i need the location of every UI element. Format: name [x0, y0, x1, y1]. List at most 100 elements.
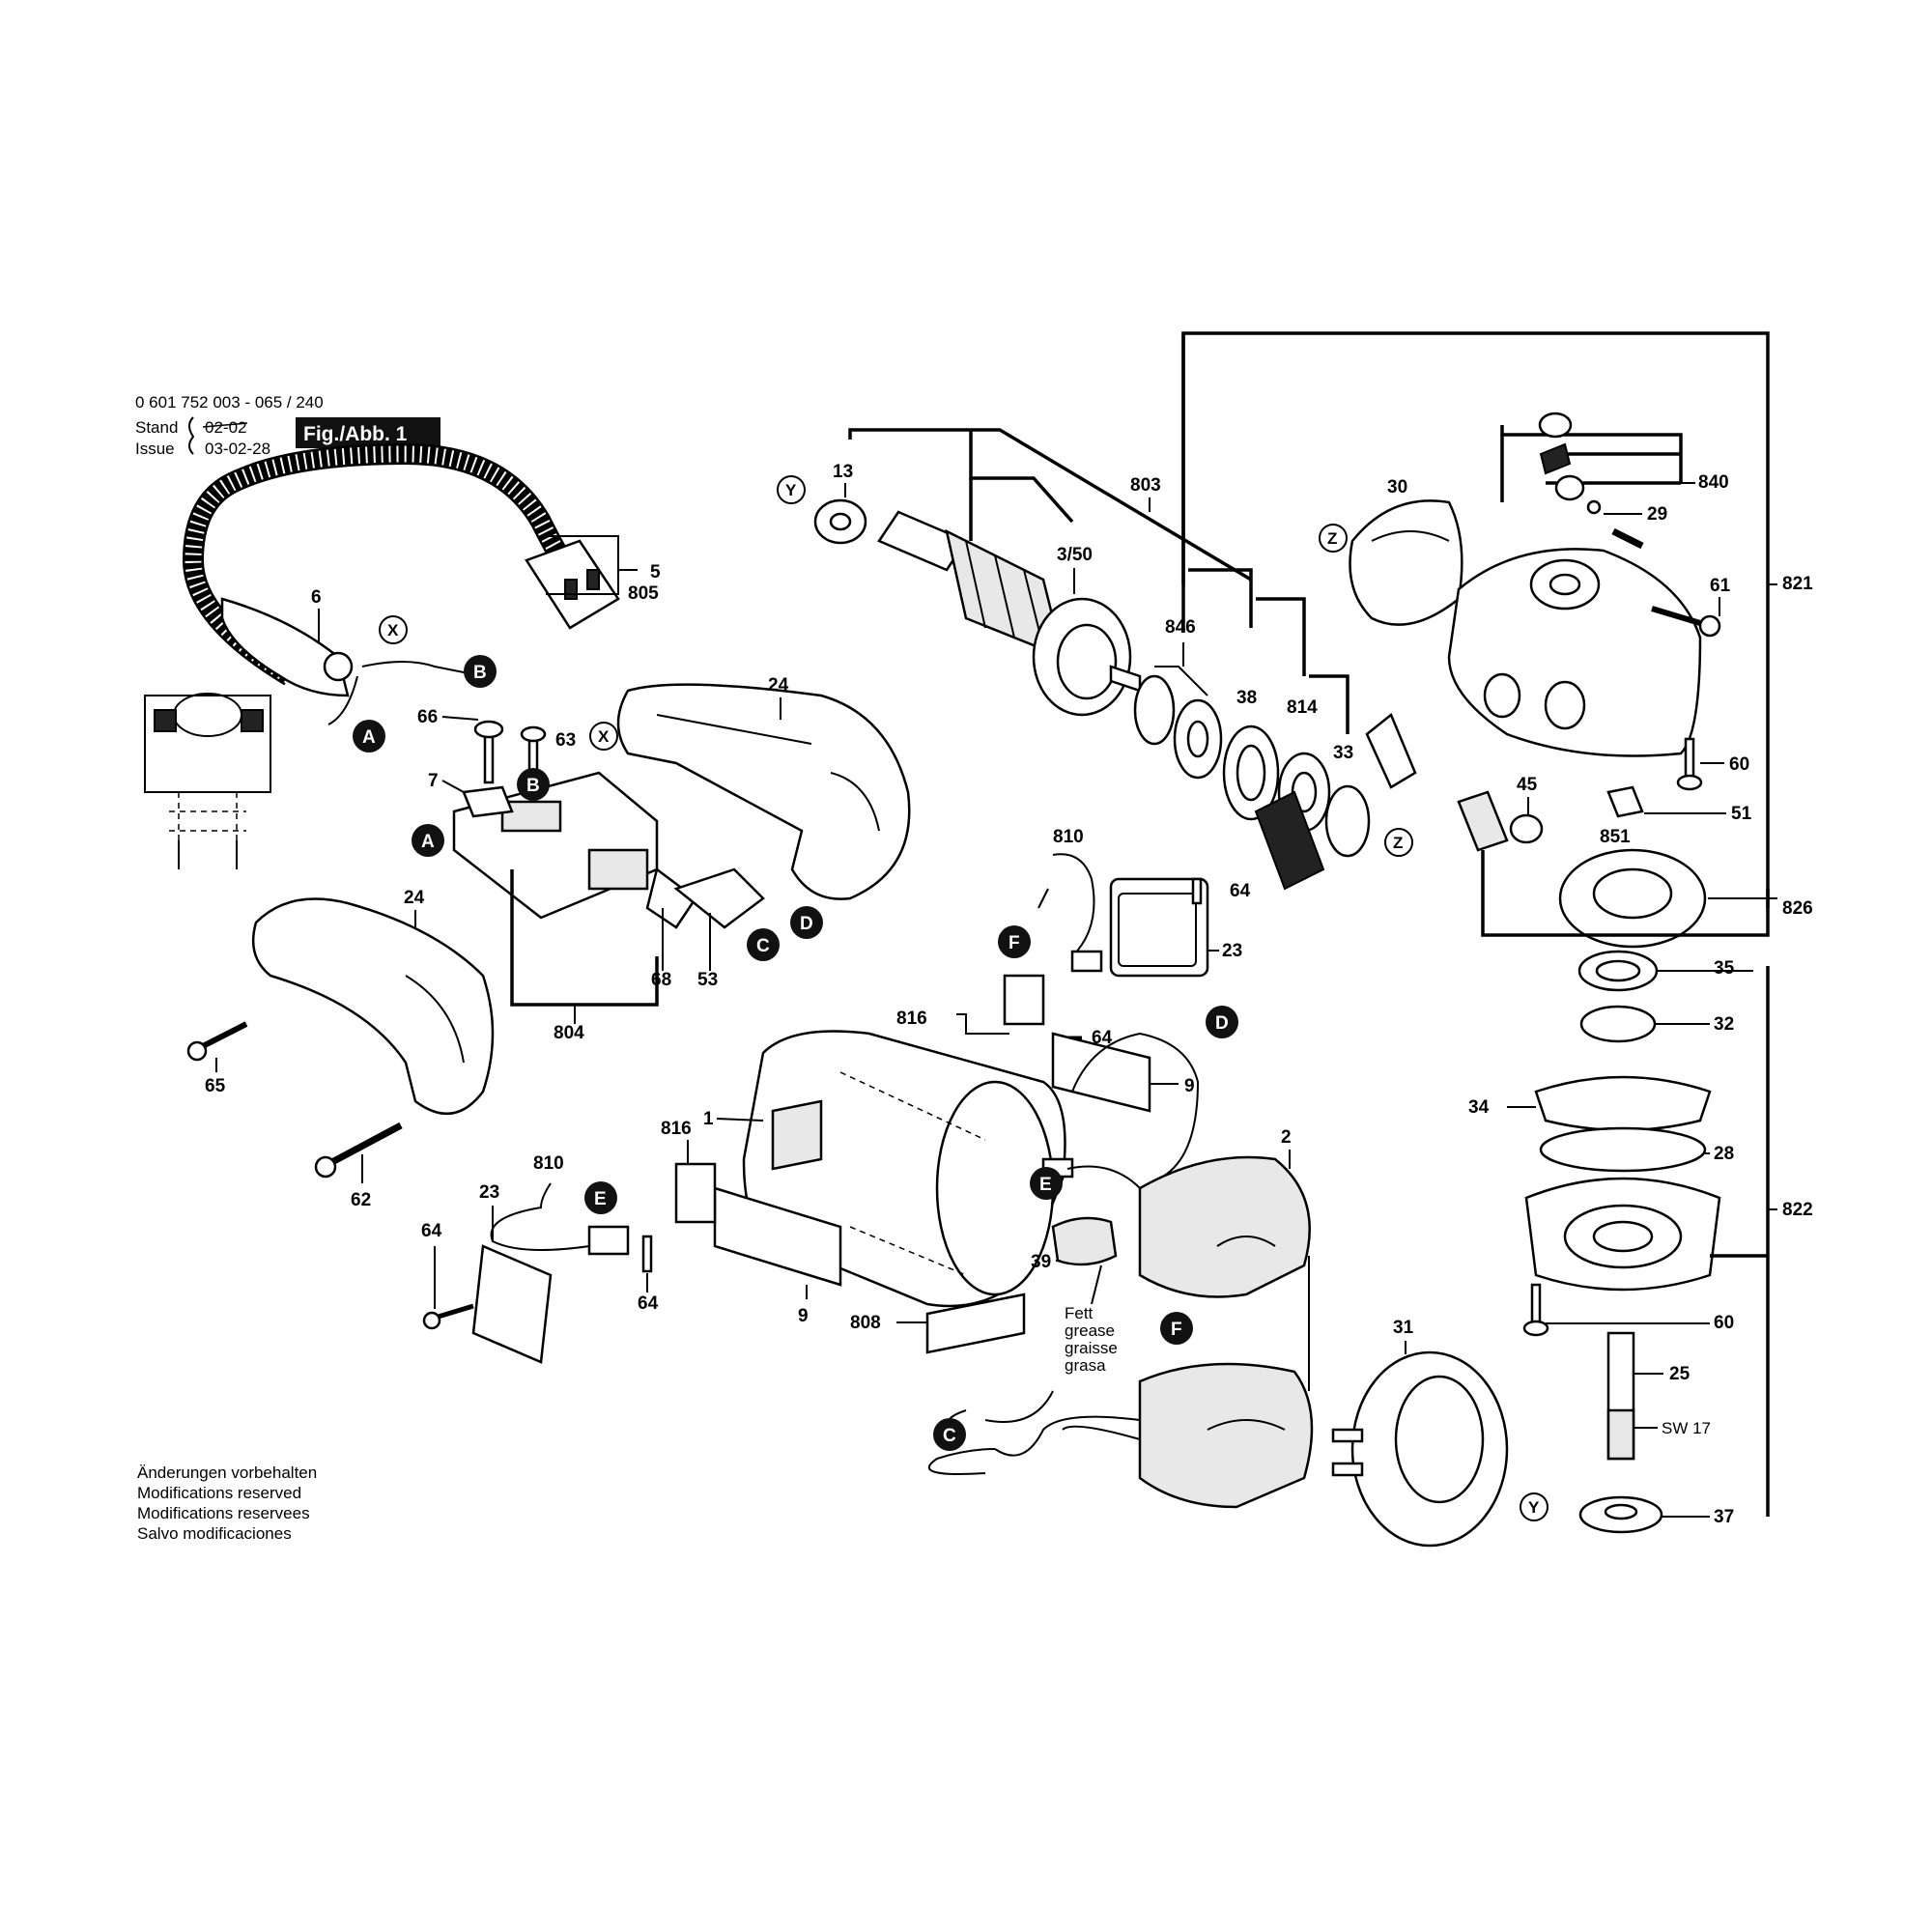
label-808: 808	[850, 1313, 881, 1333]
nut-45	[1509, 813, 1544, 844]
bracket-803	[848, 428, 1252, 582]
spring-840	[1539, 442, 1572, 475]
brush-holder-816-bottom	[674, 1162, 717, 1224]
marker-z-seal	[1384, 828, 1413, 857]
power-cord-group: 5 805 6	[182, 442, 661, 725]
label-25: 25	[1669, 1364, 1690, 1384]
label-816-top: 816	[896, 1009, 927, 1029]
label-23-top: 23	[1222, 941, 1242, 961]
label-821: 821	[1782, 574, 1813, 594]
field-lower	[1138, 1362, 1314, 1509]
grease-note-es: grasa	[1065, 1356, 1106, 1375]
stand-value: 02-02	[205, 418, 246, 437]
label-24-bottom: 24	[404, 888, 425, 908]
connector-f-stator	[1160, 1312, 1193, 1345]
cover-23-bottom	[471, 1244, 553, 1364]
brush-lead-810-top	[1052, 853, 1095, 957]
label-66: 66	[417, 707, 438, 727]
circlip-846	[1133, 674, 1176, 746]
label-28: 28	[1714, 1144, 1734, 1164]
brush-cap	[1254, 790, 1325, 891]
motor-housing: 1 9 9 808	[703, 1030, 1195, 1354]
handle-24-top	[616, 683, 911, 900]
marker-y-baffle	[1520, 1492, 1548, 1521]
screw-60-top	[1684, 737, 1695, 780]
outline-markers: X X Y Y Z Z	[379, 475, 1548, 1521]
label-9-top: 9	[1184, 1076, 1195, 1096]
issue-label: Issue	[135, 440, 175, 458]
connector-e-stator	[1030, 1167, 1063, 1200]
pinion	[1457, 790, 1509, 852]
label-32: 32	[1714, 1014, 1734, 1035]
label-6: 6	[311, 587, 322, 608]
label-826: 826	[1782, 898, 1813, 919]
marker-z-seal-label: Z	[1393, 834, 1403, 852]
label-5: 5	[650, 562, 661, 582]
label-30: 30	[1387, 477, 1407, 497]
screw-66	[483, 732, 495, 784]
wiring-schematic	[144, 693, 271, 869]
note-es: Salvo modificaciones	[137, 1524, 292, 1543]
connector-c-switch	[747, 928, 780, 961]
marker-x-handle	[589, 722, 618, 751]
stator-field: 2	[994, 1032, 1314, 1509]
label-814: 814	[1287, 697, 1318, 718]
label-810-bottom: 810	[533, 1153, 564, 1174]
spindle-note: SW 17	[1662, 1419, 1711, 1437]
modifications-notice: Änderungen vorbehalten Modifications res…	[137, 1463, 317, 1543]
connector-c-switch-label: C	[756, 936, 770, 956]
bearing-stack: 846 38 814 33	[1133, 331, 1770, 908]
label-816-bottom: 816	[661, 1119, 692, 1139]
label-23-bottom: 23	[479, 1182, 499, 1203]
connector-d-stator-label: D	[1215, 1013, 1229, 1034]
label-61: 61	[1710, 576, 1731, 596]
label-plate-808	[925, 1293, 1026, 1354]
note-de: Änderungen vorbehalten	[137, 1463, 317, 1482]
handle-lower: 24 65 62	[186, 888, 495, 1210]
plate-9-bottom	[713, 1186, 842, 1287]
connector-a-switch	[412, 824, 444, 857]
bracket-5-805	[546, 535, 619, 595]
marker-y-armature-label: Y	[785, 481, 797, 499]
connector-d-switch-label: D	[800, 914, 813, 934]
marker-x-handle-label: X	[598, 727, 610, 746]
label-64-bottom: 64	[638, 1293, 659, 1314]
screw-62	[327, 1122, 403, 1168]
label-60-top: 60	[1729, 754, 1749, 775]
label-38: 38	[1236, 688, 1257, 708]
seal-33	[1324, 784, 1371, 858]
label-804: 804	[554, 1023, 584, 1043]
label-840: 840	[1698, 472, 1729, 493]
cover-23-top	[1109, 877, 1209, 978]
label-33: 33	[1333, 743, 1353, 763]
label-24-top: 24	[768, 675, 789, 696]
spindle-assembly: 35 35 32 34 28 822 60 25 SW 17 37	[1468, 950, 1813, 1534]
ring-34	[1534, 1075, 1712, 1132]
label-64-left: 64	[421, 1221, 442, 1241]
brush-lead-810-bottom	[490, 1182, 590, 1251]
marker-y-armature	[777, 475, 806, 504]
connector-f-brush	[998, 925, 1031, 958]
label-851: 851	[1600, 827, 1631, 847]
screw-60-bottom	[1530, 1283, 1542, 1325]
connector-f-stator-label: F	[1171, 1320, 1182, 1340]
connector-b-top-label: B	[473, 663, 487, 683]
gear-head: 30 29 840 61 821 60 51 851	[1349, 412, 1813, 847]
connector-a-switch-label: A	[421, 832, 435, 852]
stator-lead	[927, 1390, 1141, 1475]
stand-strike	[202, 422, 248, 428]
armature: 13 803 3/50	[813, 428, 1252, 717]
seal-32	[1579, 1005, 1657, 1043]
label-1: 1	[703, 1109, 714, 1129]
label-3-50: 3/50	[1057, 545, 1093, 565]
connector-b-top	[464, 655, 497, 688]
field-upper	[1138, 1155, 1311, 1298]
connector-b-switch	[517, 768, 550, 801]
label-60-bottom: 60	[1714, 1313, 1734, 1333]
label-9-bottom: 9	[798, 1306, 809, 1326]
marker-z-gear	[1319, 524, 1348, 553]
connector-d-stator	[1206, 1006, 1238, 1038]
screw-65	[197, 1021, 248, 1051]
label-64-top: 64	[1230, 881, 1251, 901]
stand-label: Stand	[135, 418, 178, 437]
